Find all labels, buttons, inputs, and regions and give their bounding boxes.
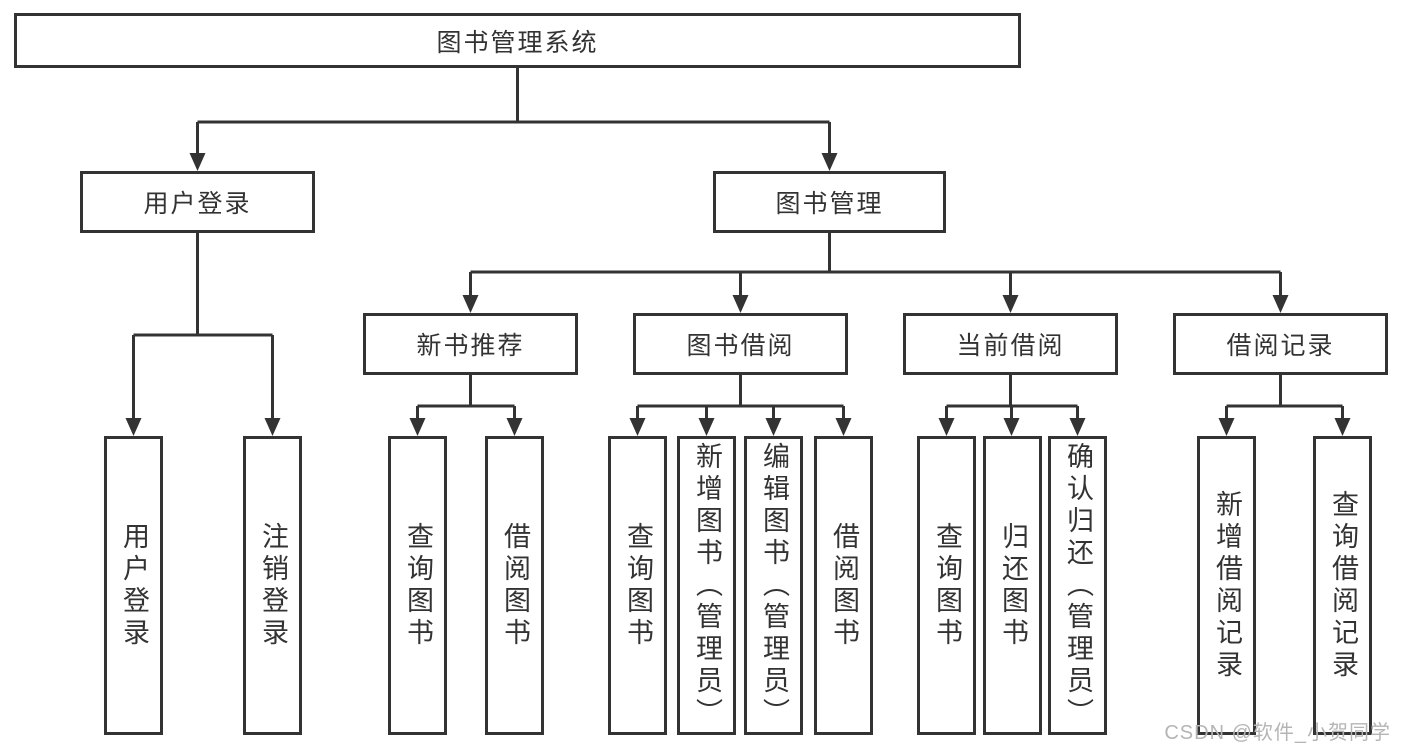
node-user-login: 用户登录 — [80, 171, 315, 233]
leaf-query-borrow-record: 查询借阅记录 — [1313, 436, 1372, 735]
node-root-system: 图书管理系统 — [14, 13, 1021, 68]
leaf-return-book: 归还图书 — [983, 436, 1042, 735]
node-current-borrow: 当前借阅 — [903, 313, 1118, 375]
node-new-book-recommend: 新书推荐 — [363, 313, 578, 375]
leaf-recommend-query-book: 查询图书 — [388, 436, 447, 735]
leaf-borrow-query-book: 查询图书 — [608, 436, 667, 735]
leaf-borrow-book: 借阅图书 — [814, 436, 873, 735]
csdn-watermark: CSDN @软件_小贺同学 — [1164, 722, 1391, 744]
node-book-management: 图书管理 — [713, 171, 946, 233]
leaf-user-login: 用户登录 — [104, 436, 163, 735]
leaf-edit-book-admin: 编辑图书（管理员） — [744, 436, 803, 735]
leaf-recommend-borrow-book: 借阅图书 — [485, 436, 544, 735]
node-borrow-records: 借阅记录 — [1173, 313, 1388, 375]
leaf-logout: 注销登录 — [243, 436, 302, 735]
leaf-current-query-book: 查询图书 — [917, 436, 976, 735]
leaf-add-book-admin: 新增图书（管理员） — [677, 436, 736, 735]
leaf-confirm-return-admin: 确认归还（管理员） — [1048, 436, 1107, 735]
leaf-add-borrow-record: 新增借阅记录 — [1197, 436, 1256, 735]
node-book-borrow: 图书借阅 — [633, 313, 848, 375]
